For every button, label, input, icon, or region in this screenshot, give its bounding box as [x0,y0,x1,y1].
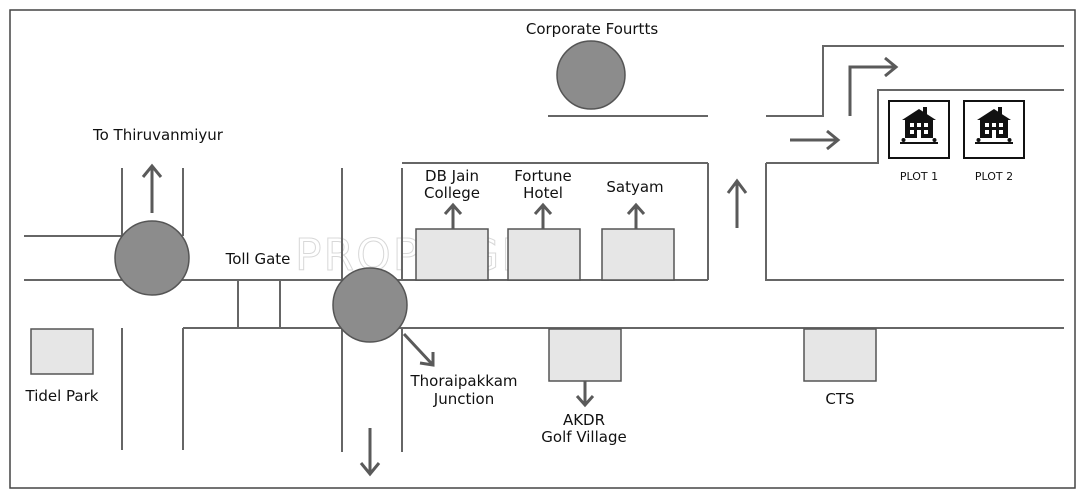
roundabout-thoraipakkam [332,267,408,343]
up-arrow-icon [626,202,646,229]
label-to-thiruvanmiyur: To Thiruvanmiyur [92,126,224,144]
right-arrow-icon [790,129,841,151]
label-akdr-golf-village: Golf Village [541,428,626,446]
label-fortune-hotel: Fortune [514,167,572,185]
satyam-building [601,228,675,281]
fortune-hotel-building [507,228,581,281]
label-thoraipakkam-junction: Junction [433,390,494,408]
plot-2-marker [963,100,1025,159]
label-toll-gate: Toll Gate [225,250,291,268]
label-db-jain-college: College [424,184,480,202]
down-arrow-icon [359,428,381,477]
label-satyam: Satyam [606,178,663,196]
up-arrow-icon [141,163,163,213]
label-corporate-fourtts: Corporate Fourtts [526,20,658,38]
corporate-fourtts-marker [556,40,626,110]
cts-building [803,328,877,382]
db-jain-college-building [415,228,489,281]
up-arrow-icon [533,202,553,229]
label-tidel-park: Tidel Park [25,387,99,405]
tidel-park-building [30,328,94,375]
label-thoraipakkam-junction: Thoraipakkam [410,372,518,390]
plot-1-marker [888,100,950,159]
map-frame [9,9,1076,489]
diagonal-arrow-icon [402,332,435,367]
label-plot-2: PLOT 2 [975,170,1013,183]
label-cts: CTS [825,390,854,408]
down-arrow-icon [575,381,595,408]
label-db-jain-college: DB Jain [425,167,479,185]
label-plot-1: PLOT 1 [900,170,938,183]
up-arrow-icon [726,178,748,228]
label-akdr-golf-village: AKDR [563,411,605,429]
akdr-building [548,328,622,382]
up-arrow-icon [443,202,463,229]
roundabout-left [114,220,190,296]
label-fortune-hotel: Hotel [523,184,563,202]
turn-right-arrow-icon [848,56,899,116]
